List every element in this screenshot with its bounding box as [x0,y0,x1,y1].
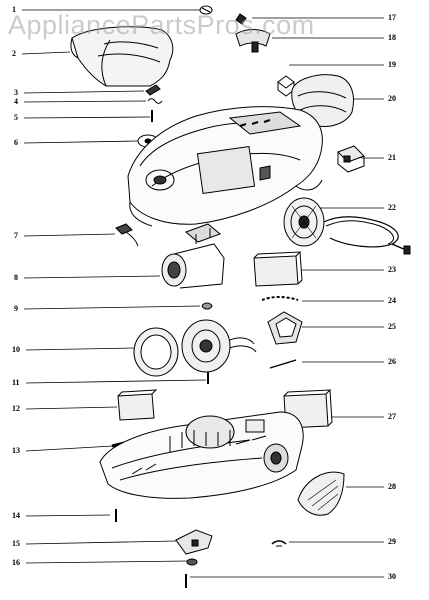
callout-20: 20 [388,94,396,103]
callout-9: 9 [14,304,18,313]
callout-23: 23 [388,265,396,274]
part-28-wheel-cover [297,471,345,516]
callout-21: 21 [388,153,396,162]
callout-17: 17 [388,13,396,22]
callout-29: 29 [388,537,396,546]
part-7-plug [115,223,139,247]
part-21-connector [337,145,365,173]
callout-15: 15 [12,539,20,548]
callout-25: 25 [388,322,396,331]
callout-2: 2 [12,49,16,58]
callout-4: 4 [14,97,18,106]
part-9-clip [201,302,213,310]
part-2-top-cover [70,26,174,87]
part-23-filter [253,251,303,287]
watermark-text: AppliancePartsPros.com [8,10,315,40]
callout-10: 10 [12,345,20,354]
callout-28: 28 [388,482,396,491]
callout-19: 19 [388,60,396,69]
part-11-motor [181,319,257,384]
part-15-latch [175,529,213,555]
part-18-release-button [235,29,271,53]
callout-12: 12 [12,404,20,413]
callout-14: 14 [12,511,20,520]
callout-27: 27 [388,412,396,421]
callout-18: 18 [388,33,396,42]
part-3-latch [145,84,161,96]
part-29-clip [271,540,287,547]
callout-22: 22 [388,203,396,212]
callout-1: 1 [12,5,16,14]
callout-30: 30 [388,572,396,581]
callout-5: 5 [14,113,18,122]
callout-16: 16 [12,558,20,567]
callout-24: 24 [388,296,396,305]
callout-3: 3 [14,88,18,97]
leader-lines [21,9,384,578]
part-16-washer [186,558,198,566]
part-17-knob [235,13,247,25]
part-22-cord-reel [283,197,411,255]
callout-13: 13 [12,446,20,455]
part-4-spring [147,98,163,104]
part-10-motor-ring [133,327,179,377]
part-26-pin [269,359,297,369]
callout-8: 8 [14,273,18,282]
base-housing [99,411,304,499]
callout-6: 6 [14,138,18,147]
callout-11: 11 [12,378,20,387]
part-1-clip [199,5,213,15]
callout-26: 26 [388,357,396,366]
part-25-gasket [267,311,303,345]
part-12-filter [117,389,158,421]
callout-7: 7 [14,231,18,240]
canister-body [127,106,323,227]
part-8-motor-housing [161,223,225,289]
part-24-seal-strip [261,296,299,301]
